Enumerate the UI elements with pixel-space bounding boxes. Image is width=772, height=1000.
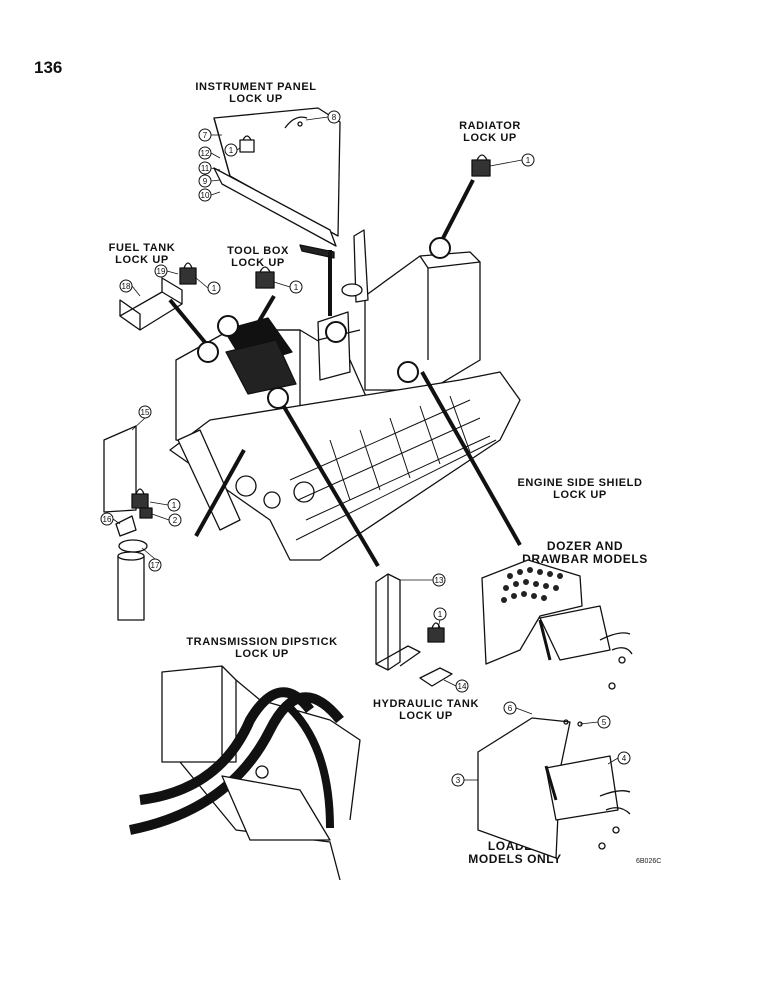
label-loader: LOADER MODELS ONLY [450, 840, 580, 866]
callout-number: 12 [201, 149, 210, 158]
fuel-tank-bracket-part [119, 262, 197, 331]
callout-number: 18 [122, 282, 131, 291]
label-line: MODELS ONLY [468, 851, 562, 866]
label-instrument-panel: INSTRUMENT PANEL LOCK UP [176, 81, 336, 106]
callout-number: 19 [157, 267, 166, 276]
callout-number: 3 [456, 776, 461, 785]
callout-number: 7 [203, 131, 208, 140]
label-line: TOOL BOX [227, 245, 289, 257]
label-fuel-tank: FUEL TANK LOCK UP [104, 242, 180, 267]
callout-circles [100, 110, 631, 787]
callout-number: 14 [458, 682, 467, 691]
hydraulic-tank-bracket-part [375, 573, 453, 687]
tool-box-padlock-part [255, 266, 275, 289]
label-line: DRAWBAR MODELS [522, 551, 648, 566]
callout-number: 11 [201, 164, 210, 173]
loader-shield-part [477, 717, 631, 859]
transmission-dipstick-detail [129, 665, 361, 881]
drawing-code: 6B026C [636, 858, 662, 865]
label-hydraulic-tank: HYDRAULIC TANK LOCK UP [356, 698, 496, 723]
callout-number: 16 [103, 515, 112, 524]
callout-number: 1 [212, 284, 217, 293]
callout-leaders [112, 116, 619, 781]
radiator-padlock-part [471, 154, 491, 177]
label-engine-side-shield: ENGINE SIDE SHIELD LOCK UP [500, 477, 660, 502]
label-line: FUEL TANK [108, 242, 176, 254]
callout-number: 1 [526, 156, 531, 165]
instrument-panel-part [213, 107, 341, 259]
label-line: LOCK UP [463, 131, 517, 144]
callout-number: 1 [229, 146, 234, 155]
label-tool-box: TOOL BOX LOCK UP [220, 245, 296, 270]
callout-number: 10 [201, 191, 210, 200]
dipstick-lock-part [103, 425, 153, 621]
label-radiator: RADIATOR LOCK UP [440, 120, 540, 145]
label-line: DOZER AND [546, 539, 624, 553]
dozer-shield-part [481, 559, 633, 690]
label-line: LOCK UP [231, 256, 285, 269]
callout-number: 4 [622, 754, 627, 763]
label-line: ENGINE SIDE SHIELD [517, 477, 643, 489]
label-transmission-dipstick: TRANSMISSION DIPSTICK LOCK UP [172, 636, 352, 661]
label-line: RADIATOR [459, 120, 521, 132]
label-line: TRANSMISSION DIPSTICK [186, 636, 338, 648]
callout-number: 1 [438, 610, 443, 619]
page-number: 136 [34, 58, 63, 77]
crawler-tractor [169, 229, 521, 561]
callout-number: 2 [173, 516, 178, 525]
callout-number: 6 [508, 704, 513, 713]
callout-number: 1 [172, 501, 177, 510]
callout-numbers: 7 12 11 9 10 1 8 1 18 19 1 1 15 1 2 16 1… [103, 113, 627, 785]
callout-number: 15 [141, 408, 150, 417]
label-dozer-drawbar: DOZER AND DRAWBAR MODELS [505, 540, 665, 566]
label-line: LOCK UP [229, 92, 283, 105]
label-line: LOCK UP [399, 709, 453, 722]
callout-number: 1 [294, 283, 299, 292]
label-line: LOCK UP [553, 488, 607, 501]
label-line: LOCK UP [115, 253, 169, 266]
leader-lines [168, 179, 522, 568]
callout-number: 13 [435, 576, 444, 585]
callout-number: 8 [332, 113, 337, 122]
label-line: INSTRUMENT PANEL [195, 81, 317, 93]
callout-number: 5 [602, 718, 607, 727]
callout-number: 9 [203, 177, 208, 186]
callout-number: 17 [151, 561, 160, 570]
label-line: HYDRAULIC TANK [373, 698, 479, 710]
label-line: LOCK UP [235, 647, 289, 660]
